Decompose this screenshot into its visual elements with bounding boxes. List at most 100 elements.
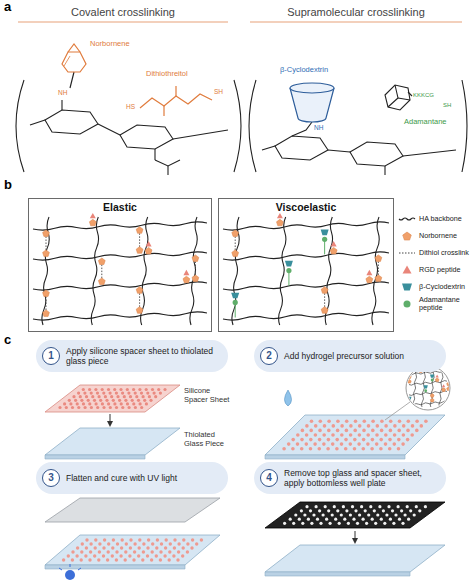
- norbornene-mark: [321, 307, 328, 314]
- well-dot: [296, 442, 300, 446]
- well-dot: [93, 554, 96, 557]
- zoom-leader: [385, 402, 410, 420]
- sugar-ring: [275, 136, 328, 160]
- network-panel: Viscoelastic: [218, 198, 394, 332]
- legend-sample: [398, 213, 416, 225]
- adamantane-cage: [388, 85, 398, 107]
- well-dot: [102, 546, 105, 549]
- norbornene-mark: [407, 375, 411, 379]
- acetamide-bond: [155, 160, 180, 166]
- norbornene-mark: [136, 247, 143, 254]
- well-dot: [149, 399, 152, 402]
- step-box: 3Flatten and cure with UV light: [36, 462, 228, 494]
- well-dot: [159, 550, 162, 553]
- well-dot: [140, 406, 143, 409]
- well-dot: [94, 538, 97, 541]
- legend-text: RGD peptide: [419, 266, 461, 274]
- sugar-ring: [120, 125, 173, 149]
- well-dot: [159, 392, 162, 395]
- rgd-mark: [366, 270, 372, 275]
- step1-illustration: [45, 385, 180, 459]
- norbornene-mark: [430, 398, 434, 402]
- well-dot: [366, 442, 370, 446]
- norbornene-mark: [136, 307, 143, 314]
- well-dot: [111, 554, 114, 557]
- well-dot: [400, 509, 403, 512]
- well-dot: [358, 424, 362, 428]
- well-dot: [362, 438, 366, 442]
- well-dot: [74, 399, 77, 402]
- norbornene-mark: [183, 276, 190, 283]
- well-dot: [186, 542, 189, 545]
- well-dot: [90, 392, 93, 395]
- norbornene-mark: [232, 230, 239, 237]
- well-dot: [319, 420, 323, 424]
- well-dot: [367, 424, 371, 428]
- well-dot: [72, 395, 75, 398]
- well-dot: [391, 509, 394, 512]
- acetamide-bond: [167, 166, 168, 175]
- well-dot: [121, 538, 124, 541]
- well-dot: [186, 550, 189, 553]
- rgd-mark: [90, 213, 96, 218]
- well-dot: [397, 429, 401, 433]
- well-dot: [327, 509, 330, 512]
- well-dot: [384, 424, 388, 428]
- well-dot: [369, 505, 372, 508]
- well-dot: [309, 447, 313, 451]
- legend-text: Adamantane peptide: [419, 296, 474, 311]
- plate-wells: [283, 505, 427, 525]
- norbornene-mark: [98, 278, 105, 285]
- well-dot: [334, 518, 337, 521]
- well-dot: [303, 513, 306, 516]
- legend-row: Dithiol crosslink: [398, 244, 474, 261]
- network-panel: Elastic: [28, 198, 212, 332]
- well-dot: [82, 402, 85, 405]
- precursor-droplet: [285, 390, 292, 406]
- well-dot: [314, 433, 318, 437]
- adamantane-cage: [385, 85, 410, 110]
- well-dot: [289, 518, 292, 521]
- well-dot: [331, 442, 335, 446]
- well-dot: [118, 399, 121, 402]
- amide-bond: [292, 122, 312, 136]
- well-dot: [347, 522, 350, 525]
- adamantane-tether: [324, 241, 325, 254]
- ha-backbone: [409, 401, 447, 406]
- well-dot: [173, 538, 176, 541]
- well-dot: [389, 429, 393, 433]
- well-dot: [418, 509, 421, 512]
- step-number: 2: [260, 347, 278, 365]
- well-dot: [379, 447, 383, 451]
- step4-illustration: [265, 502, 445, 576]
- well-dot: [84, 406, 87, 409]
- legend: HA backboneNorborneneDithiol crosslinkRG…: [398, 210, 474, 312]
- well-dot: [79, 395, 82, 398]
- ha-backbone: [439, 369, 443, 407]
- ha-backbone: [33, 252, 207, 260]
- uv-ray: [59, 568, 62, 570]
- well-dot: [362, 518, 365, 521]
- well-dot: [367, 513, 370, 516]
- well-dot: [310, 420, 314, 424]
- dtt-hydroxyl: [163, 106, 164, 116]
- well-dot: [177, 550, 180, 553]
- well-dot: [123, 395, 126, 398]
- well-dot: [360, 505, 363, 508]
- norbornene-mark: [447, 387, 451, 391]
- norbornene-mark: [43, 230, 50, 237]
- well-dot: [163, 554, 166, 557]
- well-dot: [318, 438, 322, 442]
- ha-backbone: [223, 252, 389, 260]
- acetamide-bond: [384, 166, 385, 175]
- well-dot: [313, 442, 317, 446]
- cyclodextrin-structure: [290, 83, 334, 122]
- step2-illustration: [265, 366, 450, 459]
- well-dot: [135, 395, 138, 398]
- adamantane-mark: [322, 237, 327, 242]
- well-dot: [282, 447, 286, 451]
- well-dot: [146, 554, 149, 557]
- norbornene-mark: [192, 275, 199, 282]
- well-dot: [318, 429, 322, 433]
- acetamide-bond: [154, 149, 155, 160]
